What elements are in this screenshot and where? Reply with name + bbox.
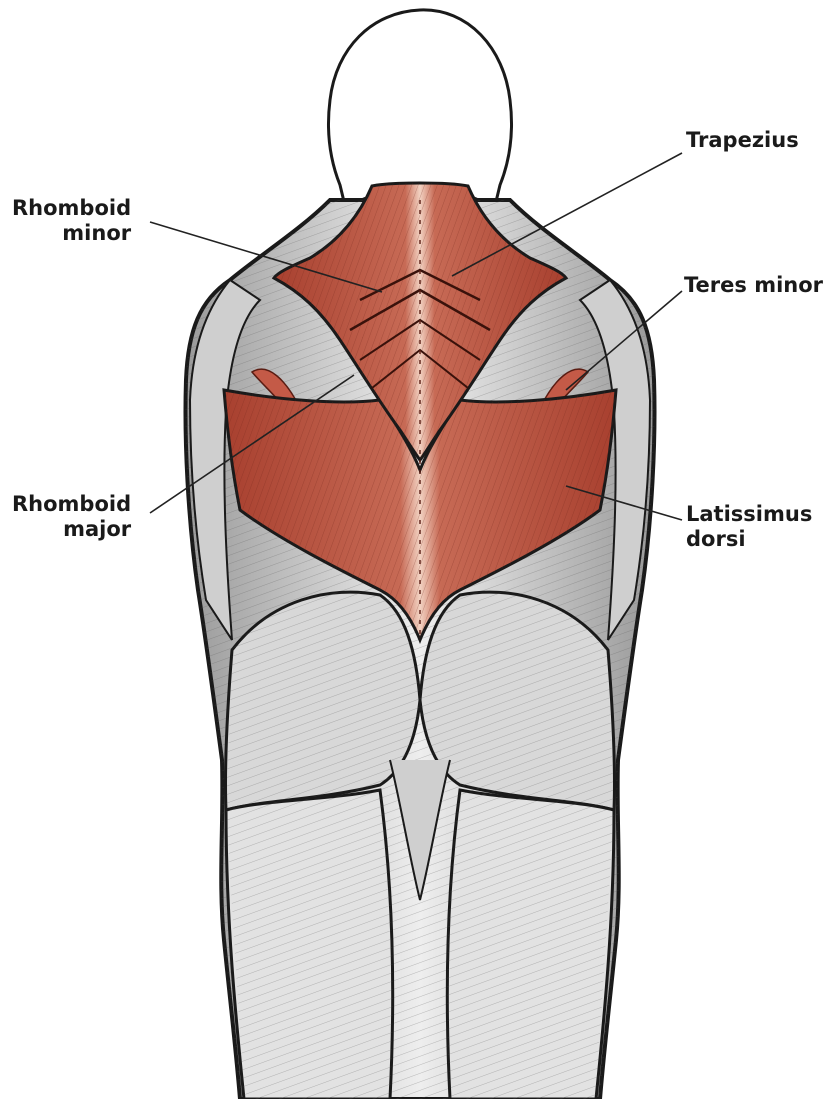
rhomboid-minor-label-line1: Rhomboid: [12, 196, 131, 221]
trapezius-label: Trapezius: [686, 128, 799, 153]
latissimus-dorsi-label-line2: dorsi: [686, 527, 812, 552]
teres-minor-label-line1: Teres minor: [684, 273, 823, 298]
latissimus-dorsi-label: Latissimus dorsi: [686, 502, 812, 552]
rhomboid-major-label-line2: major: [12, 517, 131, 542]
rhomboid-major-label-line1: Rhomboid: [12, 492, 131, 517]
head-outline: [328, 10, 511, 210]
teres-minor-label: Teres minor: [684, 273, 823, 298]
rhomboid-major-label: Rhomboid major: [12, 492, 131, 542]
latissimus-dorsi-label-line1: Latissimus: [686, 502, 812, 527]
rhomboid-minor-label: Rhomboid minor: [12, 196, 131, 246]
trapezius-label-line1: Trapezius: [686, 128, 799, 153]
rhomboid-minor-label-line2: minor: [12, 221, 131, 246]
